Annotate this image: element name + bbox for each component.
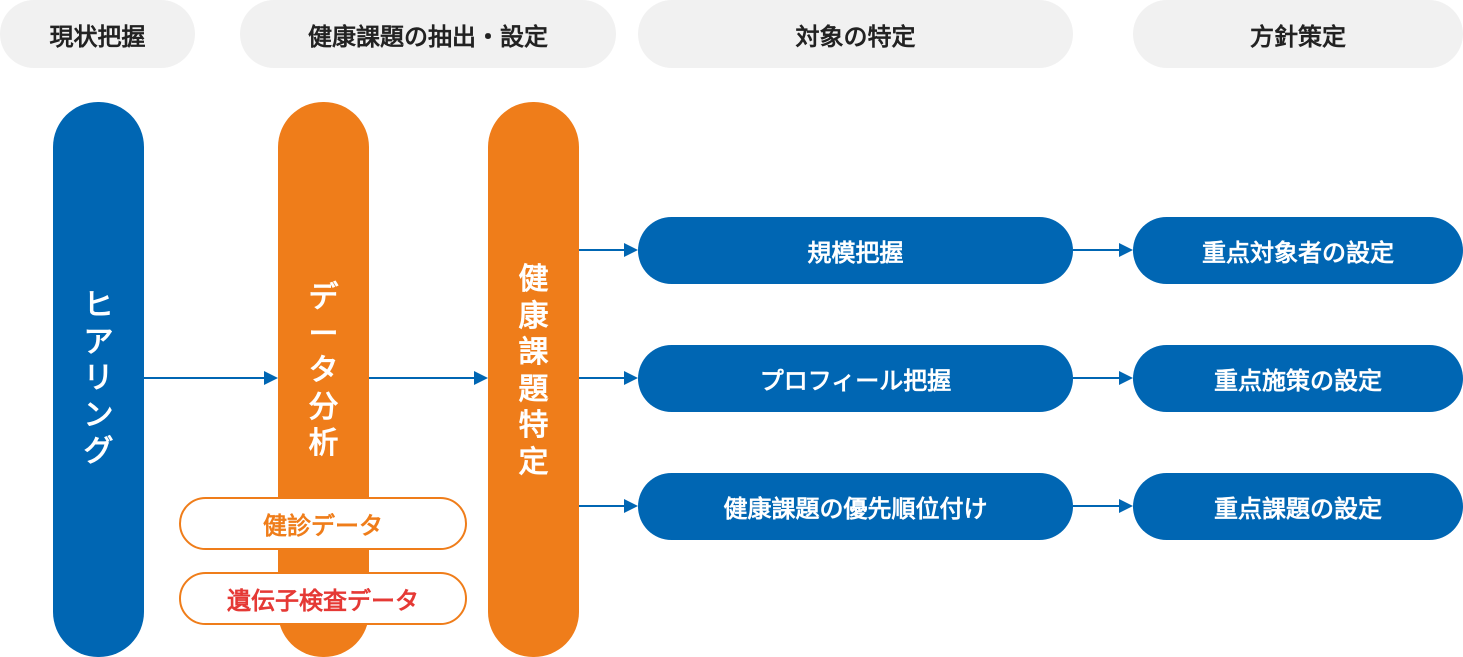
data-analysis-label: データ分析 bbox=[309, 280, 339, 463]
arrow-profile-to-policy bbox=[1073, 371, 1133, 385]
data-analysis-label-char: 析 bbox=[308, 426, 339, 462]
data-analysis-label-char: 分 bbox=[308, 389, 339, 425]
arrow-hearing-to-analysis bbox=[144, 371, 278, 385]
issue-identification-label-char: 康 bbox=[518, 298, 549, 334]
source-label-health-checkup: 健診データ bbox=[263, 512, 383, 540]
issue-identification-pill: 健康課題特定 bbox=[488, 102, 579, 657]
target-priority: 健康課題の優先順位付け bbox=[638, 473, 1073, 540]
issue-identification-label-char: 健 bbox=[518, 262, 549, 297]
target-scale: 規模把握 bbox=[638, 217, 1073, 284]
policy-priority-measures: 重点施策の設定 bbox=[1133, 345, 1463, 412]
arrow-scale-to-policy bbox=[1073, 243, 1133, 257]
stage-current-status: 現状把握 bbox=[0, 0, 195, 68]
data-analysis-label-char: ー bbox=[308, 316, 339, 352]
hearing-label-char: ヒ bbox=[83, 288, 114, 324]
policy-priority-issues: 重点課題の設定 bbox=[1133, 473, 1463, 540]
issue-identification-label-char: 特 bbox=[518, 408, 549, 444]
issue-identification-label-char: 課 bbox=[518, 335, 549, 371]
target-profile: プロフィール把握 bbox=[638, 345, 1073, 412]
stage-policy-formulation: 方針策定 bbox=[1133, 0, 1463, 68]
hearing-label: ヒアリング bbox=[84, 288, 114, 471]
arrow-issue-to-priority bbox=[579, 499, 638, 513]
source-pill-genetic-test: 遺伝子検査データ bbox=[179, 572, 467, 625]
arrow-analysis-to-issue bbox=[369, 371, 488, 385]
hearing-pill: ヒアリング bbox=[53, 102, 144, 657]
source-label-genetic-test: 遺伝子検査データ bbox=[227, 587, 419, 615]
arrow-priority-to-policy bbox=[1073, 499, 1133, 513]
data-analysis-label-char: タ bbox=[308, 353, 339, 389]
policy-priority-persons: 重点対象者の設定 bbox=[1133, 217, 1463, 284]
arrow-issue-to-scale bbox=[579, 243, 638, 257]
data-analysis-label-char: デ bbox=[308, 280, 339, 315]
stage-target-identification: 対象の特定 bbox=[638, 0, 1073, 68]
arrow-issue-to-profile bbox=[579, 371, 638, 385]
data-analysis-pill: データ分析 bbox=[278, 102, 369, 657]
hearing-label-char: ン bbox=[83, 397, 114, 433]
stage-issue-extraction: 健康課題の抽出・設定 bbox=[240, 0, 616, 68]
issue-identification-label-char: 題 bbox=[518, 371, 549, 407]
source-pill-health-checkup: 健診データ bbox=[179, 497, 467, 550]
issue-identification-label-char: 定 bbox=[518, 444, 549, 480]
hearing-label-char: ア bbox=[83, 324, 114, 360]
hearing-label-char: リ bbox=[83, 361, 114, 397]
issue-identification-label: 健康課題特定 bbox=[519, 262, 549, 482]
hearing-label-char: グ bbox=[83, 434, 114, 470]
